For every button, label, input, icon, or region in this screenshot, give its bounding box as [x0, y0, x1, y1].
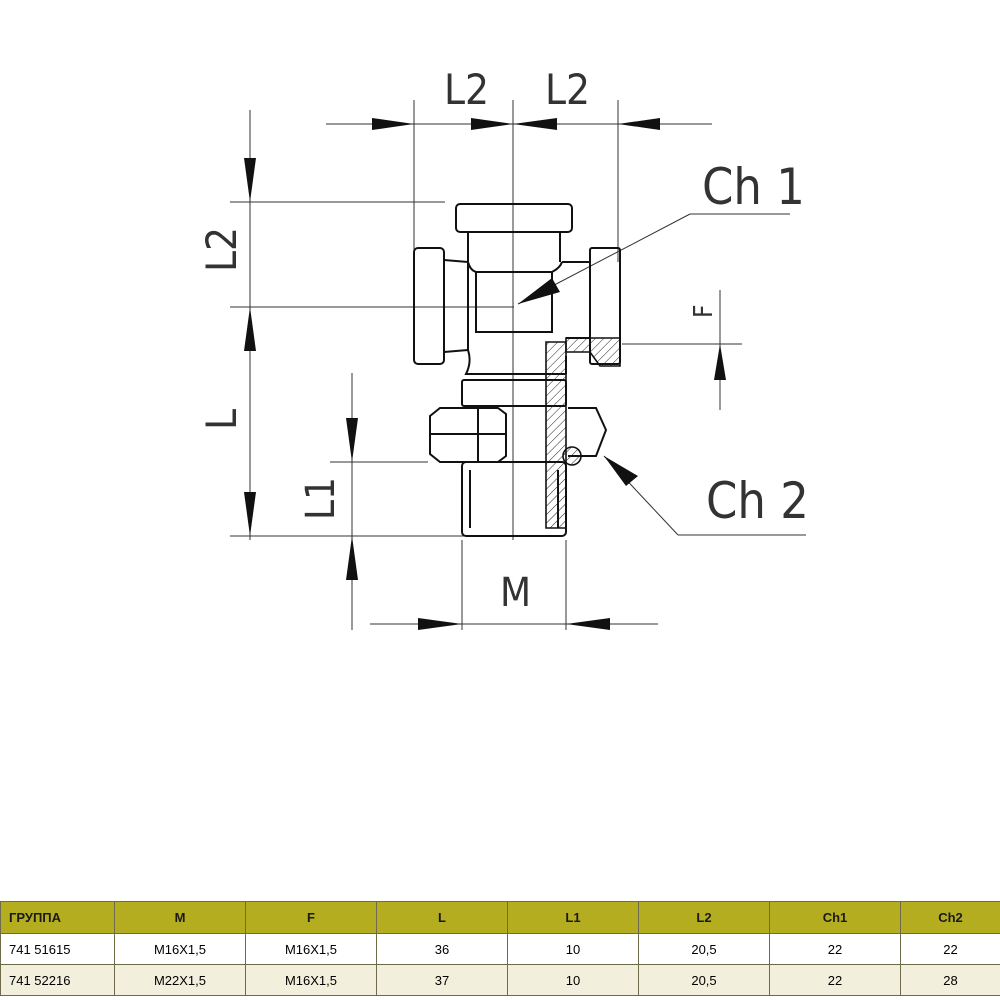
cell-l1: 10	[507, 933, 639, 965]
cell-m: M16X1,5	[114, 933, 246, 965]
cell-l2: 20,5	[638, 933, 770, 965]
cell-l: 36	[376, 933, 508, 965]
dimension-labels: L2 L2 L2 L L1 M F Ch 1 Ch 2	[197, 65, 809, 616]
header-l1: L1	[507, 901, 639, 934]
label-ch1: Ch 1	[702, 158, 805, 216]
section-hatching	[545, 337, 621, 529]
label-ch2: Ch 2	[706, 472, 809, 530]
header-f: F	[245, 901, 377, 934]
label-l: L	[197, 409, 246, 430]
header-l: L	[376, 901, 508, 934]
fitting-body	[413, 203, 621, 537]
dimension-arrows	[244, 118, 726, 630]
table-row: 741 52216 M22X1,5 M16X1,5 37 10 20,5 22 …	[0, 964, 1000, 996]
cell-group: 741 52216	[0, 964, 115, 996]
header-m: M	[114, 901, 246, 934]
header-ch1: Ch1	[769, 901, 901, 934]
cell-ch1: 22	[769, 964, 901, 996]
label-m: M	[500, 570, 531, 616]
cell-ch2: 28	[900, 964, 1000, 996]
label-l2-side: L2	[197, 227, 246, 272]
table-header-row: ГРУППА M F L L1 L2 Ch1 Ch2	[0, 901, 1000, 934]
specification-table: ГРУППА M F L L1 L2 Ch1 Ch2 741 51615 M16…	[0, 901, 1000, 996]
header-ch2: Ch2	[900, 901, 1000, 934]
cell-l: 37	[376, 964, 508, 996]
header-group: ГРУППА	[0, 901, 115, 934]
cell-ch1: 22	[769, 933, 901, 965]
cell-f: M16X1,5	[245, 964, 377, 996]
cell-m: M22X1,5	[114, 964, 246, 996]
label-l2-top-right: L2	[545, 65, 590, 114]
label-l2-top-left: L2	[444, 65, 489, 114]
cell-f: M16X1,5	[245, 933, 377, 965]
label-f: F	[689, 305, 719, 318]
table-row: 741 51615 M16X1,5 M16X1,5 36 10 20,5 22 …	[0, 933, 1000, 965]
cell-ch2: 22	[900, 933, 1000, 965]
label-l1: L1	[298, 477, 344, 520]
cell-l2: 20,5	[638, 964, 770, 996]
fitting-technical-drawing: L2 L2 L2 L L1 M F Ch 1 Ch 2	[197, 65, 809, 630]
cell-group: 741 51615	[0, 933, 115, 965]
cell-l1: 10	[507, 964, 639, 996]
header-l2: L2	[638, 901, 770, 934]
